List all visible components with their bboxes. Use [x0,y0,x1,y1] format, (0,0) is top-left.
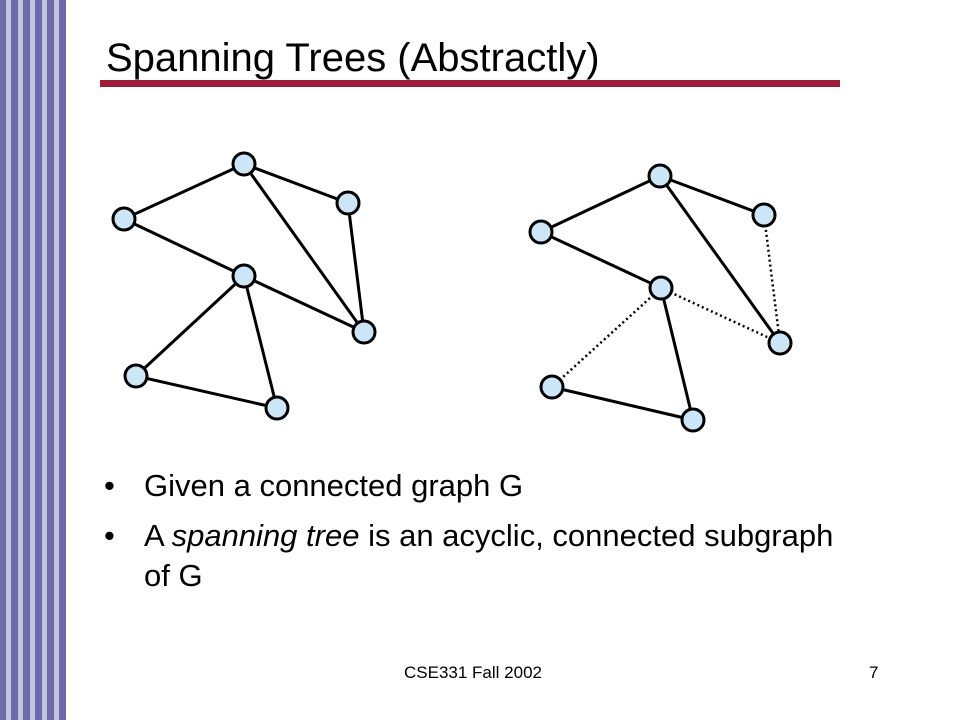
edge [134,274,246,378]
removed-edge [762,214,782,344]
node [647,163,673,189]
tree-edge [658,175,782,344]
graph-diagrams [111,151,793,433]
tree-edge [659,174,765,217]
node [648,275,674,301]
removed-edge [660,286,781,345]
left-graph-nodes [111,151,377,421]
node [231,263,257,289]
bullet-item: • Given a connected graph G [104,466,864,506]
edge [123,217,245,278]
node [751,202,777,228]
left-graph [123,162,366,410]
right-graph-nodes [528,163,793,433]
right-graph-tree-edges [540,174,782,422]
node [335,190,361,216]
footer-course: CSE331 Fall 2002 [404,663,542,682]
bullet-text: Given a connected graph G [144,468,524,503]
bullet-list: • Given a connected graph G • A spanning… [104,466,864,606]
page-number: 7 [869,663,879,682]
node [528,219,554,245]
node [111,206,137,232]
bullet-text-emphasis: spanning tree [171,518,360,553]
node [264,395,290,421]
tree-edge [540,174,661,234]
bullet-marker: • [104,518,115,553]
tree-edge [659,287,695,421]
node [539,374,565,400]
edge [123,162,245,221]
bullet-text-post: is an acyclic, connected subgraph of G [144,518,834,593]
edge [135,374,278,410]
bullet-marker: • [104,468,115,503]
node [231,151,257,177]
removed-edge [551,287,662,388]
tree-edge [551,385,694,422]
node [680,407,706,433]
node [123,363,149,389]
edge [243,274,365,334]
bullet-text-pre: A [144,518,172,553]
bullet-item: • A spanning tree is an acyclic, connect… [104,516,864,596]
edge [346,202,366,333]
decorative-stripes [0,0,70,720]
tree-edge [540,230,662,290]
node [767,330,793,356]
edge [242,163,366,333]
title-underline [100,80,840,87]
edge [242,275,279,409]
edge [243,162,349,205]
right-graph-removed-edges [551,214,782,388]
node [351,319,377,345]
slide-title: Spanning Trees (Abstractly) [106,36,600,80]
